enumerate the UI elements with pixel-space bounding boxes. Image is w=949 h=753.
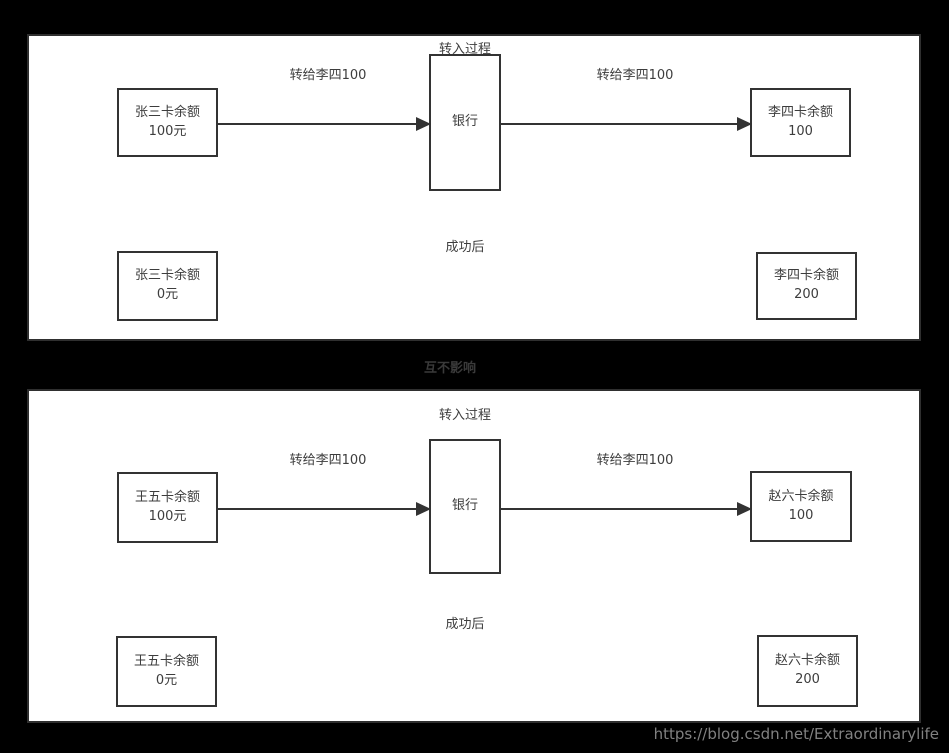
transfer-amount-label: 转给李四100 <box>289 68 367 83</box>
receiver-before-node: 赵六卡余额 100 <box>750 471 852 542</box>
scenario-panel-top: 转入过程 银行 张三卡余额 100元 李四卡余额 100 转给李四100 转给李… <box>27 34 921 341</box>
account-balance: 100 <box>788 507 814 523</box>
after-success-label: 成功后 <box>445 240 485 255</box>
transfer-amount-label: 转给李四100 <box>596 68 674 83</box>
receiver-after-node: 赵六卡余额 200 <box>757 635 858 707</box>
sender-before-node: 张三卡余额 100元 <box>117 88 218 157</box>
watermark-url: https://blog.csdn.net/Extraordinarylife <box>653 725 939 743</box>
account-name: 张三卡余额 <box>134 268 200 284</box>
account-name: 张三卡余额 <box>134 104 200 120</box>
account-balance: 100 <box>788 123 813 139</box>
sender-after-node: 王五卡余额 0元 <box>116 636 217 707</box>
sender-before-node: 王五卡余额 100元 <box>117 472 218 543</box>
transfer-arrow-bank-to-receiver <box>501 502 752 516</box>
sender-after-node: 张三卡余额 0元 <box>117 251 218 321</box>
account-balance: 200 <box>795 672 820 687</box>
account-name: 赵六卡余额 <box>768 488 834 504</box>
account-balance: 200 <box>794 287 819 302</box>
account-balance: 100元 <box>148 123 187 139</box>
transfer-arrow-sender-to-bank <box>217 502 431 516</box>
bank-label: 银行 <box>451 498 478 514</box>
transfer-arrow-sender-to-bank <box>217 117 431 131</box>
bank-label: 银行 <box>451 114 478 130</box>
flow-title: 转入过程 <box>438 408 491 423</box>
flow-title: 转入过程 <box>438 42 491 57</box>
after-success-label: 成功后 <box>445 617 485 632</box>
account-name: 赵六卡余额 <box>774 653 840 669</box>
account-balance: 0元 <box>155 672 178 688</box>
scenario-panel-bottom: 转入过程 银行 王五卡余额 100元 赵六卡余额 100 转给李四100 转给李… <box>27 389 921 723</box>
account-balance: 100元 <box>148 508 187 524</box>
bank-node: 银行 <box>429 439 501 574</box>
transfer-amount-label: 转给李四100 <box>596 453 674 468</box>
receiver-before-node: 李四卡余额 100 <box>750 88 851 157</box>
receiver-after-node: 李四卡余额 200 <box>756 252 857 320</box>
account-name: 李四卡余额 <box>773 268 839 284</box>
account-name: 王五卡余额 <box>133 653 199 669</box>
account-name: 李四卡余额 <box>767 104 833 120</box>
account-name: 王五卡余额 <box>134 489 200 505</box>
account-balance: 0元 <box>156 287 179 302</box>
bank-node: 银行 <box>429 54 501 191</box>
transfer-amount-label: 转给李四100 <box>289 453 367 468</box>
transfer-arrow-bank-to-receiver <box>501 117 752 131</box>
divider-label: 互不影响 <box>424 361 477 376</box>
